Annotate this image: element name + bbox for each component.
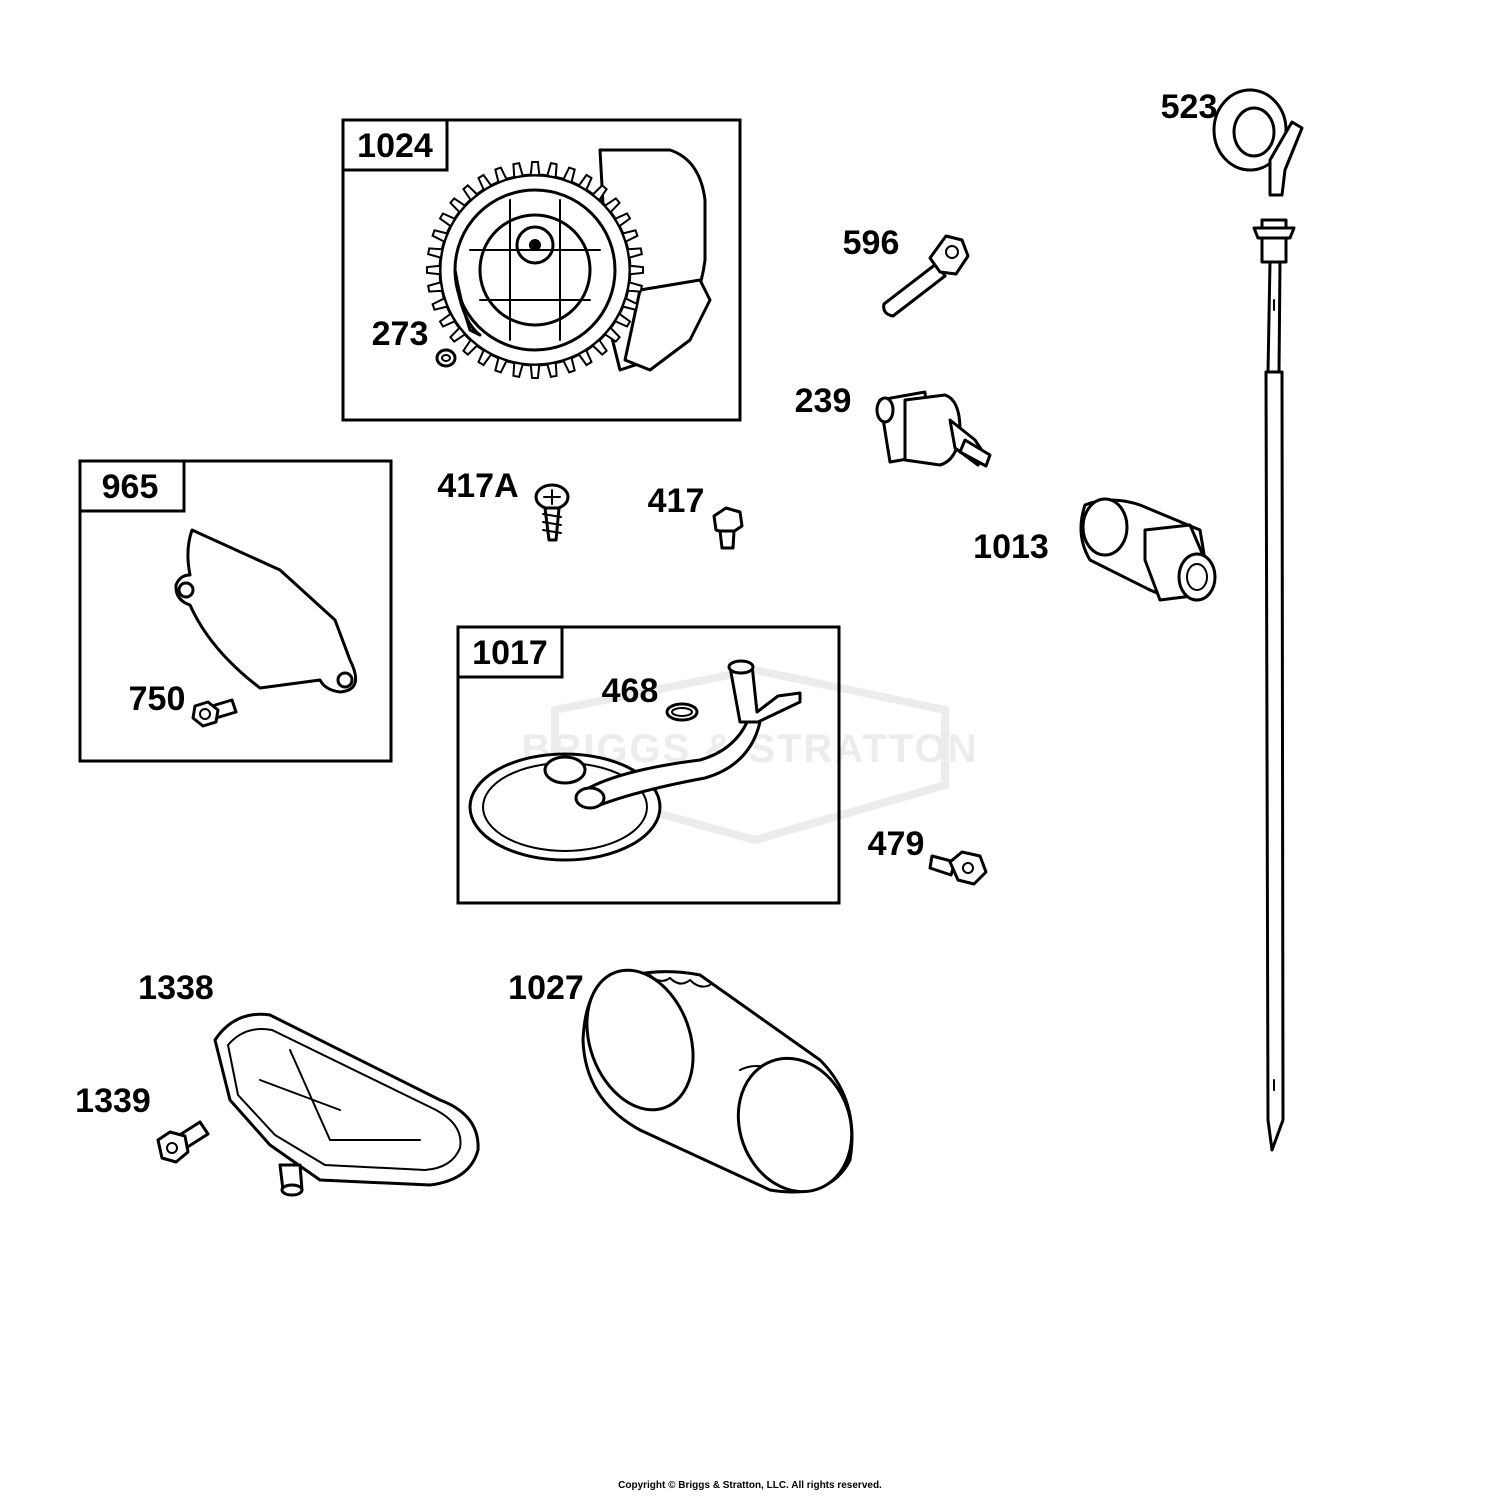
- part-239-oil-switch[interactable]: 239: [795, 382, 992, 468]
- gear-tooth: [449, 326, 467, 343]
- gear-tooth: [427, 247, 444, 259]
- gear-tooth: [462, 184, 479, 202]
- gear-tooth: [529, 161, 541, 177]
- part-479-bolt[interactable]: 479: [868, 825, 988, 886]
- gear-tooth: [546, 162, 558, 179]
- gear-tooth: [512, 162, 524, 179]
- gear-tooth: [613, 212, 632, 228]
- part-label-750: 750: [129, 680, 186, 718]
- gear-tooth: [431, 297, 449, 311]
- part-label-417A: 417A: [437, 467, 518, 505]
- gear-tooth: [626, 247, 643, 259]
- part-label-596: 596: [843, 224, 900, 262]
- gear-tooth: [603, 326, 621, 343]
- gear-tooth: [529, 363, 541, 379]
- gear-tooth: [494, 356, 508, 374]
- part-468-o-ring[interactable]: 468: [602, 672, 699, 722]
- part-label-1338: 1338: [138, 969, 214, 1007]
- part-label-239: 239: [795, 382, 852, 420]
- gear-tooth: [628, 264, 644, 276]
- oil-pump-part[interactable]: [426, 148, 712, 379]
- gear-tooth: [426, 264, 442, 276]
- gear-tooth: [621, 297, 639, 311]
- gear-tooth: [562, 166, 576, 184]
- oil-pickup-part[interactable]: [468, 659, 802, 862]
- gear-tooth: [449, 197, 467, 214]
- group-box-965[interactable]: 965: [78, 459, 393, 763]
- part-523-dipstick[interactable]: 523: [1161, 88, 1304, 1152]
- part-596-bolt[interactable]: 596: [843, 224, 970, 318]
- gear-tooth: [591, 338, 608, 356]
- group-box-1017[interactable]: 1017: [456, 625, 841, 905]
- group-label-965: 965: [102, 468, 159, 506]
- part-1027-oil-filter[interactable]: 1027: [508, 955, 870, 1207]
- part-label-1339: 1339: [75, 1082, 151, 1120]
- gear-tooth: [438, 312, 457, 328]
- part-273-washer[interactable]: 273: [372, 315, 457, 368]
- part-label-1013: 1013: [973, 528, 1049, 566]
- gear-tooth: [621, 229, 639, 243]
- gear-tooth: [546, 361, 558, 378]
- gear-tooth: [477, 348, 493, 367]
- gear-tooth: [613, 312, 632, 328]
- gear-tooth: [438, 212, 457, 228]
- gear-teeth: [426, 161, 644, 379]
- part-1339-bolt[interactable]: 1339: [75, 1082, 210, 1164]
- gear-tooth: [427, 281, 444, 293]
- gear-tooth: [494, 166, 508, 184]
- group-label-1024: 1024: [357, 127, 433, 165]
- part-417A-screw[interactable]: 417A: [437, 467, 570, 542]
- gasket-part[interactable]: [174, 528, 358, 694]
- gear-tooth: [626, 281, 643, 293]
- gear-tooth: [477, 173, 493, 192]
- gear-tooth: [577, 173, 593, 192]
- gear-tooth: [603, 197, 621, 214]
- part-label-1027: 1027: [508, 969, 584, 1007]
- part-1013-adapter[interactable]: 1013: [973, 497, 1217, 602]
- gear-tooth: [591, 184, 608, 202]
- group-label-1017: 1017: [472, 634, 548, 672]
- gear-tooth: [562, 356, 576, 374]
- gear-tooth: [512, 361, 524, 378]
- part-label-479: 479: [868, 825, 925, 863]
- group-box-1024[interactable]: 1024: [341, 118, 742, 422]
- part-label-417: 417: [648, 482, 705, 520]
- part-417-bolt[interactable]: 417: [648, 482, 744, 550]
- copyright-notice: Copyright © Briggs & Stratton, LLC. All …: [618, 1480, 882, 1491]
- part-1338-pan[interactable]: 1338: [138, 969, 480, 1197]
- part-750-bolt[interactable]: 750: [129, 680, 238, 728]
- part-label-468: 468: [602, 672, 659, 710]
- part-label-523: 523: [1161, 88, 1218, 126]
- gear-tooth: [431, 229, 449, 243]
- gear-tooth: [577, 348, 593, 367]
- gear-tooth: [462, 338, 479, 356]
- part-label-273: 273: [372, 315, 429, 353]
